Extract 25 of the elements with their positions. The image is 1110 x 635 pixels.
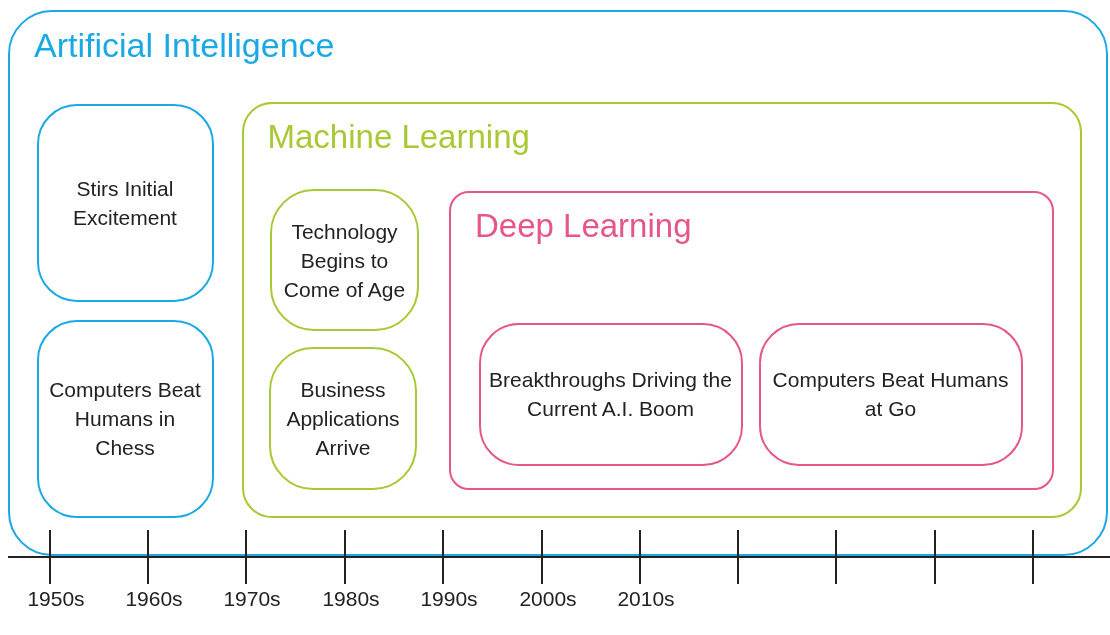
rounded-box [478, 322, 743, 466]
decade-label: 1960s [124, 586, 184, 612]
group-frame [241, 101, 1082, 518]
box-text: Breakthroughs Driving the Current A.I. Boom [488, 367, 733, 422]
group-heading: Deep Learning [475, 206, 692, 246]
group-heading: Machine Learning [267, 116, 530, 157]
decade-label: 1990s [419, 586, 479, 612]
box-text: Computers Beat Humans at Go [771, 367, 1010, 422]
decade-label: 2010s [616, 586, 676, 612]
decade-label: 1980s [321, 586, 381, 612]
decade-label: 1950s [26, 586, 86, 612]
group-frame [8, 10, 1108, 556]
decade-label: 2000s [518, 586, 578, 612]
rounded-box [270, 189, 419, 331]
decade-label: 1970s [222, 586, 282, 612]
rounded-box [36, 103, 214, 302]
rounded-box [36, 319, 214, 518]
group-heading: Artificial Intelligence [34, 25, 335, 66]
box-text: Stirs Initial Excitement [72, 175, 178, 231]
rounded-box [758, 322, 1023, 466]
group-frame [449, 191, 1054, 490]
box-text: Computers Beat Humans in Chess [48, 377, 202, 461]
box-text: Technology Begins to Come of Age [282, 218, 407, 303]
rounded-box [269, 347, 417, 490]
box-text: Business Applications Arrive [285, 377, 401, 461]
